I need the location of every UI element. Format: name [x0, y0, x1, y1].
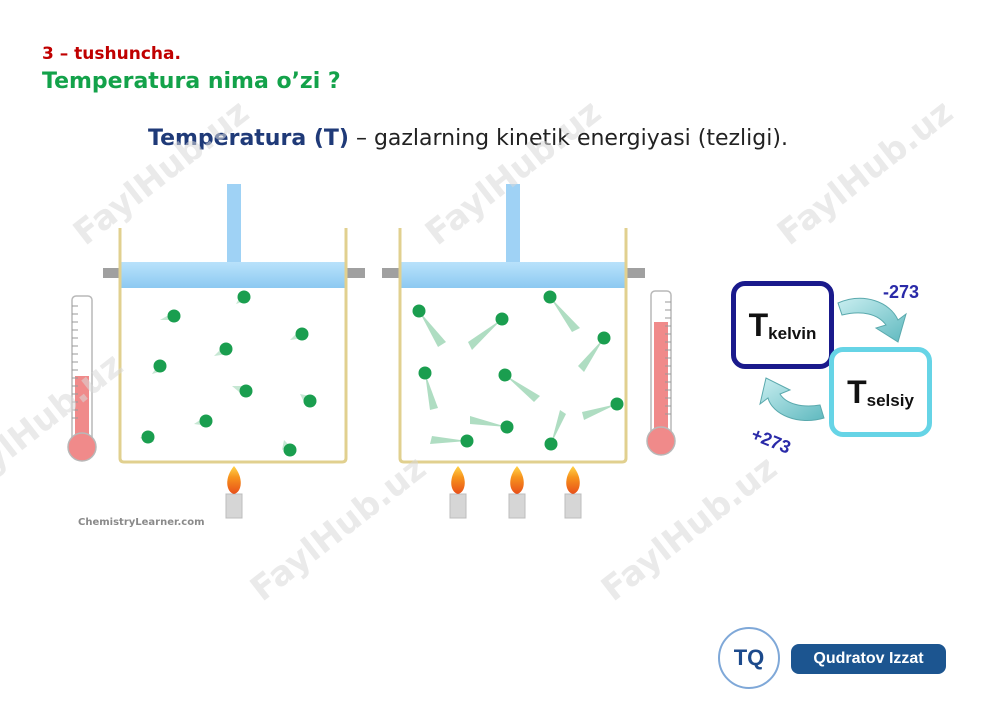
burner-right-2 — [508, 466, 526, 519]
author-logo-text: TQ — [733, 645, 765, 670]
author-logo: TQ — [718, 627, 780, 689]
definition-text: – gazlarning kinetik energiyasi (tezligi… — [348, 126, 788, 151]
burner-right-1 — [449, 466, 467, 519]
container-hot — [382, 184, 645, 464]
author-badge: Qudratov Izzat — [791, 644, 946, 674]
definition-line: Temperatura (T) – gazlarning kinetik ene… — [148, 126, 788, 151]
thermometer-low — [67, 295, 97, 462]
illustration-credit: ChemistryLearner.com — [78, 517, 205, 528]
burner-right-3 — [564, 466, 582, 519]
molecules-fast — [412, 290, 624, 451]
celsius-letter: T — [847, 373, 867, 410]
slide-heading: Temperatura nima o’zi ? — [42, 69, 341, 94]
burner-left — [225, 466, 243, 519]
kelvin-letter: T — [748, 306, 769, 343]
concept-label: 3 – tushuncha. — [42, 44, 181, 64]
kelvin-subscript: kelvin — [768, 324, 817, 343]
conversion-minus-273: -273 — [883, 282, 920, 302]
celsius-subscript: selsiy — [866, 391, 914, 410]
container-cool — [103, 184, 365, 464]
definition-term: Temperatura (T) — [148, 126, 349, 151]
molecules-slow — [140, 290, 317, 457]
arrow-celsius-to-kelvin — [759, 377, 825, 422]
arrow-kelvin-to-celsius — [837, 298, 907, 343]
thermometer-high — [646, 290, 676, 456]
